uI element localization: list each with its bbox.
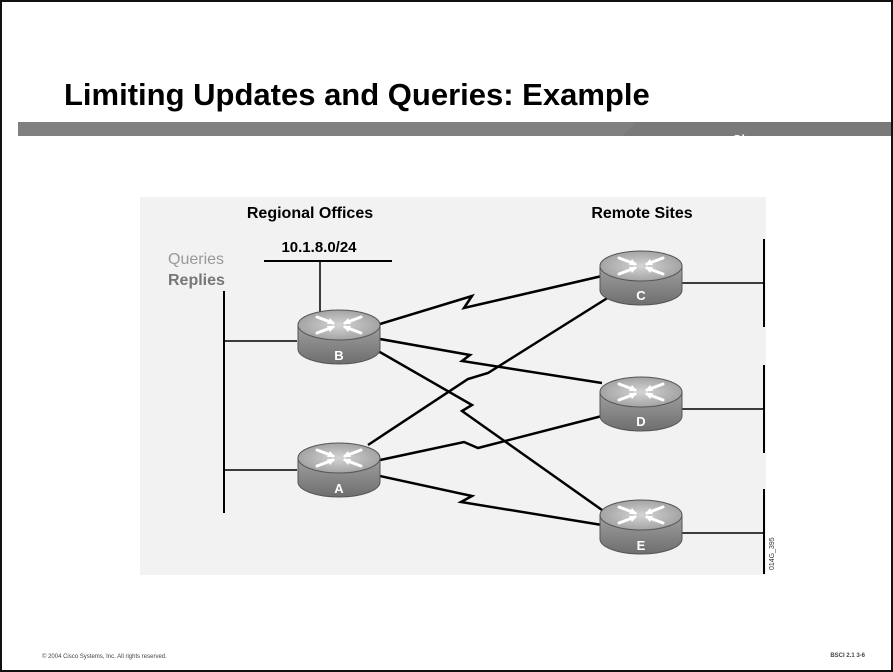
- router-d-label: D: [636, 414, 645, 429]
- course-footer: BSCI 2.1 3-6: [830, 653, 865, 659]
- router-e: E: [598, 498, 684, 556]
- link-b-e: [377, 349, 603, 512]
- router-a-label: A: [334, 481, 344, 496]
- router-b: B: [296, 308, 382, 366]
- router-d: D: [598, 375, 684, 433]
- slide-title: Limiting Updates and Queries: Example: [64, 77, 650, 112]
- router-e-label: E: [637, 538, 646, 553]
- link-b-c: [379, 274, 603, 326]
- router-a: A: [296, 441, 382, 499]
- copyright-footer: © 2004 Cisco Systems, Inc. All rights re…: [42, 654, 167, 660]
- remote-sites-heading: Remote Sites: [591, 205, 692, 222]
- link-a-e: [379, 474, 603, 527]
- router-b-label: B: [334, 348, 343, 363]
- link-a-d: [379, 414, 603, 462]
- router-c: C: [598, 249, 684, 307]
- legend-queries: Queries: [168, 251, 224, 268]
- header-band: [18, 122, 891, 136]
- link-b-d: [379, 337, 603, 385]
- link-a-c: [367, 290, 618, 447]
- router-c-label: C: [636, 288, 646, 303]
- cisco-brand: Cisco.com: [732, 132, 798, 147]
- figure-code: 014G_395: [769, 537, 776, 570]
- regional-offices-heading: Regional Offices: [247, 205, 373, 222]
- network-label: 10.1.8.0/24: [281, 239, 357, 256]
- legend-replies: Replies: [168, 272, 225, 289]
